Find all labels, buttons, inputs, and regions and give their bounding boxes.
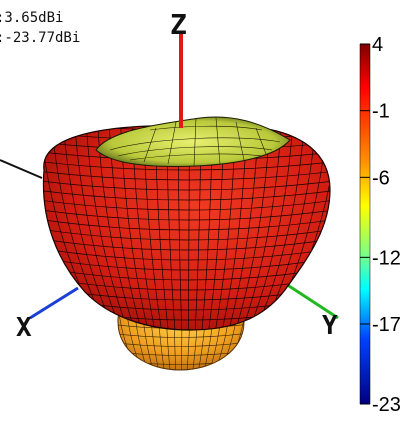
colorbar-tick-label: -23 [372,394,401,416]
min-gain-readout: :-23.77dBi [0,30,81,46]
max-gain-readout: :3.65dBi [0,10,64,26]
colorbar-tick-label: -12 [372,247,401,269]
colorbar: 4 -1 -6 -12 -17 -23 [359,34,401,416]
colorbar-tick-label: -17 [372,314,401,336]
colorbar-tick-label: -1 [372,101,390,123]
y-axis-line [285,282,339,320]
colorbar-tick-label: 4 [372,34,383,56]
colorbar-gradient [359,43,371,405]
axis-stub [0,159,43,179]
colorbar-tick-label: -6 [372,167,390,189]
x-axis-line [29,286,79,320]
z-axis-label: Z [170,8,187,41]
top-dimple [95,116,291,167]
x-axis-label: X [16,313,32,343]
y-axis-label: Y [322,311,338,341]
